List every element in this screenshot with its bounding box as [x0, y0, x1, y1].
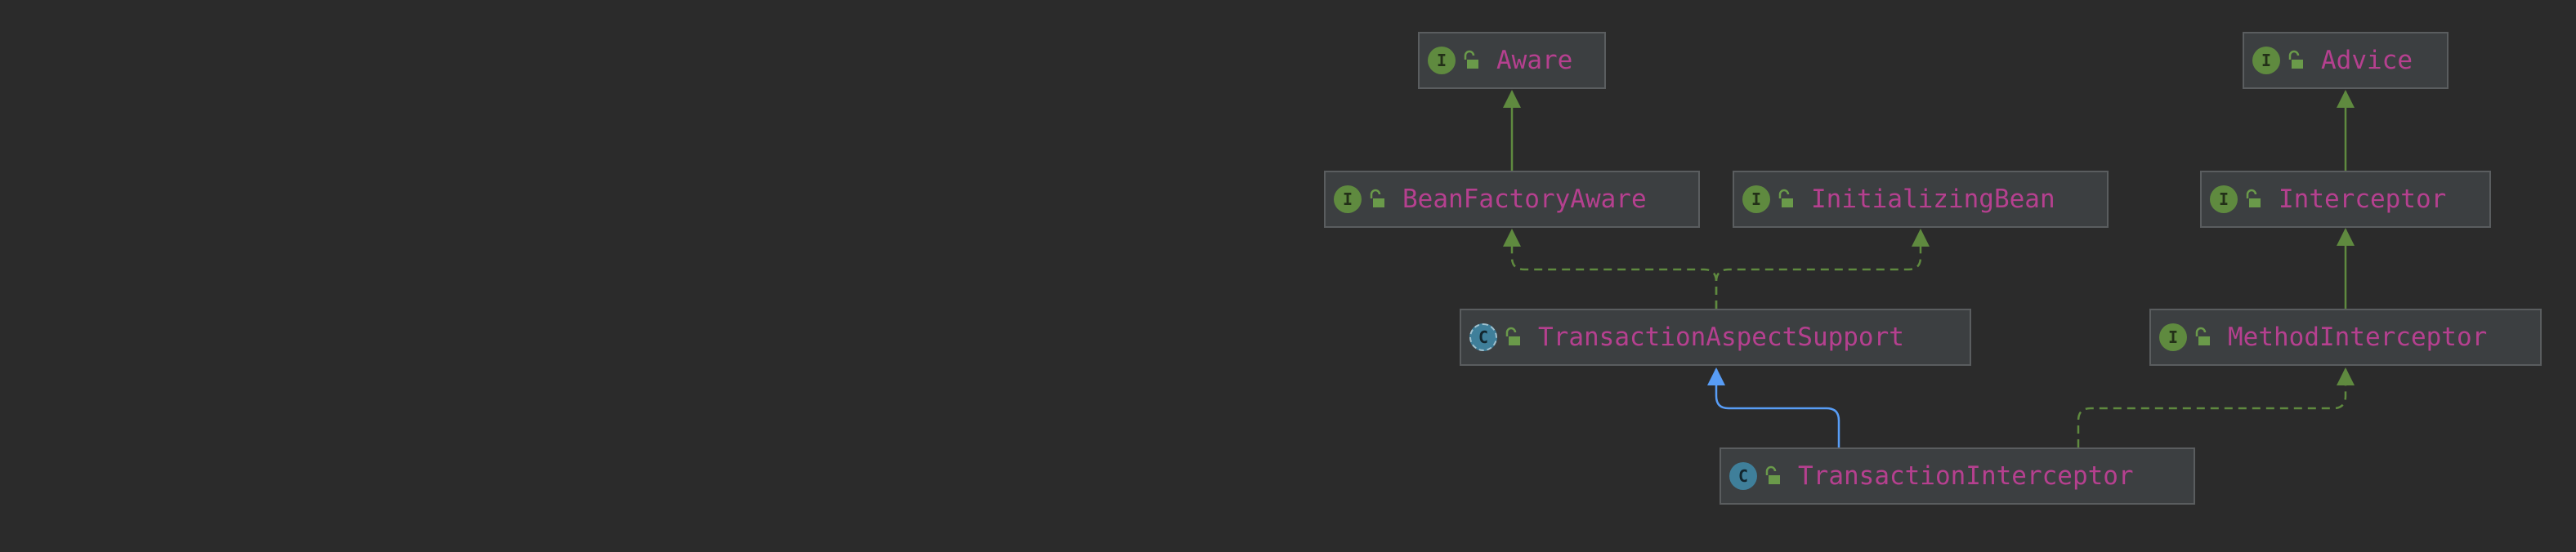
edge-transactioninterceptor-to-methodinterceptor — [2077, 367, 2355, 447]
node-transaction-aspect-support[interactable]: C TransactionAspectSupport — [1460, 309, 1971, 366]
arrowhead — [1912, 229, 1930, 247]
class-name-label: TransactionAspectSupport — [1538, 323, 1904, 352]
node-interceptor[interactable]: I Interceptor — [2200, 171, 2491, 228]
abstract-class-icon: C — [1469, 323, 1497, 351]
edge-aspectsupport-to-initializingbean — [1715, 229, 1930, 309]
public-lock-icon — [1778, 189, 1793, 207]
arrowhead — [2337, 228, 2355, 246]
interface-icon: I — [1334, 185, 1362, 213]
public-lock-icon — [2195, 327, 2210, 345]
node-method-interceptor[interactable]: I MethodInterceptor — [2149, 309, 2542, 366]
class-name-label: Interceptor — [2279, 185, 2447, 214]
node-bean-factory-aware[interactable]: I BeanFactoryAware — [1324, 171, 1700, 228]
class-name-label: InitializingBean — [1811, 185, 2055, 214]
interface-icon: I — [1742, 185, 1770, 213]
arrowhead — [2337, 367, 2355, 385]
node-initializing-bean[interactable]: I InitializingBean — [1733, 171, 2109, 228]
class-name-label: TransactionInterceptor — [1798, 461, 2134, 491]
arrowhead — [1503, 229, 1521, 247]
class-name-label: Aware — [1496, 46, 1573, 75]
interface-icon: I — [2210, 185, 2238, 213]
interface-icon: I — [2252, 47, 2280, 74]
class-name-label: MethodInterceptor — [2228, 323, 2488, 352]
edge-interceptor-to-advice — [2337, 90, 2355, 171]
interface-icon: I — [1428, 47, 1456, 74]
public-lock-icon — [2246, 189, 2261, 207]
node-aware[interactable]: I Aware — [1418, 32, 1606, 89]
public-lock-icon — [2288, 50, 2303, 69]
class-name-label: BeanFactoryAware — [1402, 185, 1647, 214]
node-advice[interactable]: I Advice — [2243, 32, 2449, 89]
edge-beanfactoryaware-to-aware — [1503, 90, 1521, 171]
node-transaction-interceptor[interactable]: C TransactionInterceptor — [1720, 447, 2195, 505]
edge-methodinterceptor-to-interceptor — [2337, 228, 2355, 309]
edge-aspectsupport-to-beanfactoryaware — [1503, 229, 1718, 309]
arrowhead — [1503, 90, 1521, 108]
class-name-label: Advice — [2321, 46, 2413, 75]
interface-icon: I — [2159, 323, 2187, 351]
arrowhead — [1707, 367, 1725, 385]
public-lock-icon — [1505, 327, 1520, 345]
public-lock-icon — [1464, 50, 1478, 69]
class-icon: C — [1729, 462, 1757, 490]
arrowhead — [2337, 90, 2355, 108]
public-lock-icon — [1370, 189, 1384, 207]
public-lock-icon — [1765, 465, 1780, 484]
edge-transactioninterceptor-to-aspectsupport — [1707, 367, 1840, 447]
